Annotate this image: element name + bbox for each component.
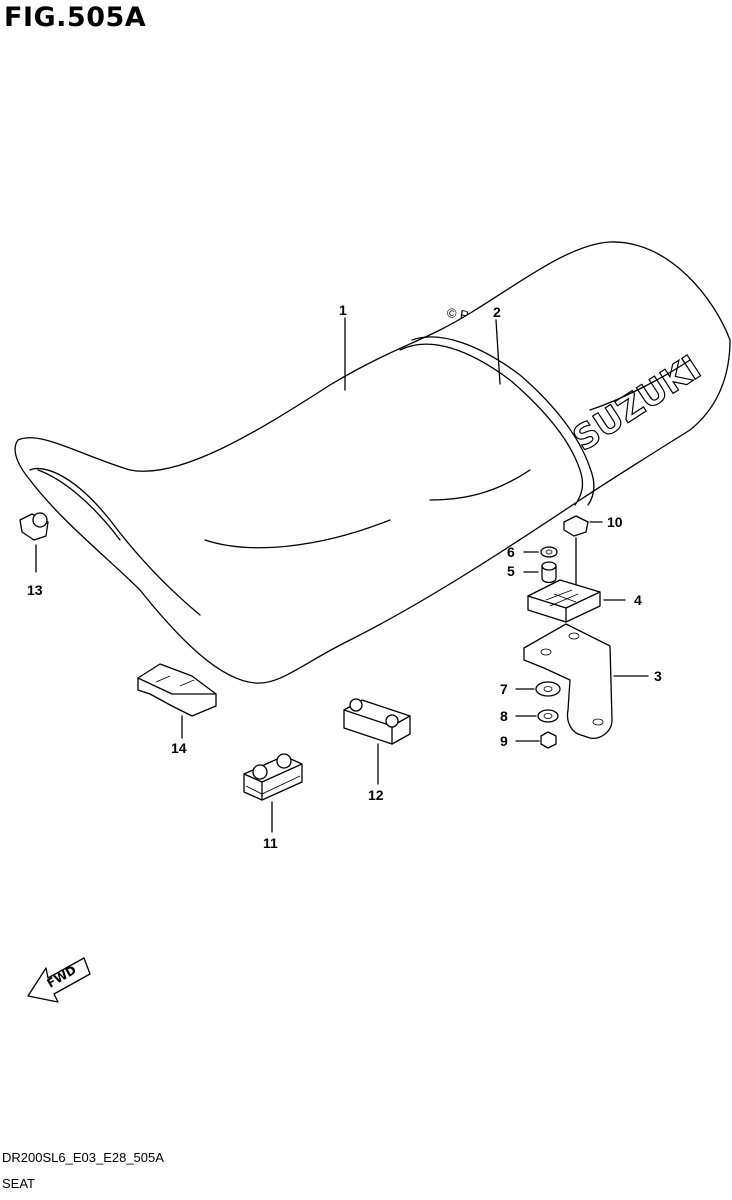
- part-7-washer: [515, 681, 561, 697]
- callout-9: 9: [500, 733, 508, 749]
- callout-10: 10: [607, 514, 623, 530]
- part-4-mount-block: [527, 579, 626, 623]
- seat-assembly: [14, 241, 731, 684]
- diagram-name: SEAT: [2, 1176, 35, 1191]
- fwd-arrow: FWD: [27, 957, 91, 1003]
- callout-11: 11: [263, 835, 278, 851]
- callout-7: 7: [500, 681, 508, 697]
- part-5-collar: [523, 561, 557, 584]
- part-12-cushion: [343, 698, 411, 785]
- callout-2: 2: [493, 304, 501, 320]
- part-10-cushion: [563, 515, 603, 586]
- callout-14: 14: [171, 740, 187, 756]
- callout-1: 1: [339, 302, 347, 318]
- callout-8: 8: [500, 708, 508, 724]
- part-11-cushion: [243, 753, 303, 833]
- diagram-code: DR200SL6_E03_E28_505A: [2, 1150, 164, 1165]
- part-14-bracket: [137, 663, 217, 739]
- part-6-washer: [523, 546, 558, 558]
- part-3-bracket: [523, 623, 649, 739]
- callout-12: 12: [368, 787, 384, 803]
- callout-5: 5: [507, 563, 515, 579]
- part-9-nut: [515, 731, 557, 749]
- part-13-cushion: [19, 512, 49, 573]
- part-8-washer: [515, 709, 559, 723]
- callout-6: 6: [507, 544, 515, 560]
- callout-13: 13: [27, 582, 43, 598]
- callout-3: 3: [654, 668, 662, 684]
- callout-4: 4: [634, 592, 642, 608]
- figure-title: FIG.505A: [4, 2, 147, 33]
